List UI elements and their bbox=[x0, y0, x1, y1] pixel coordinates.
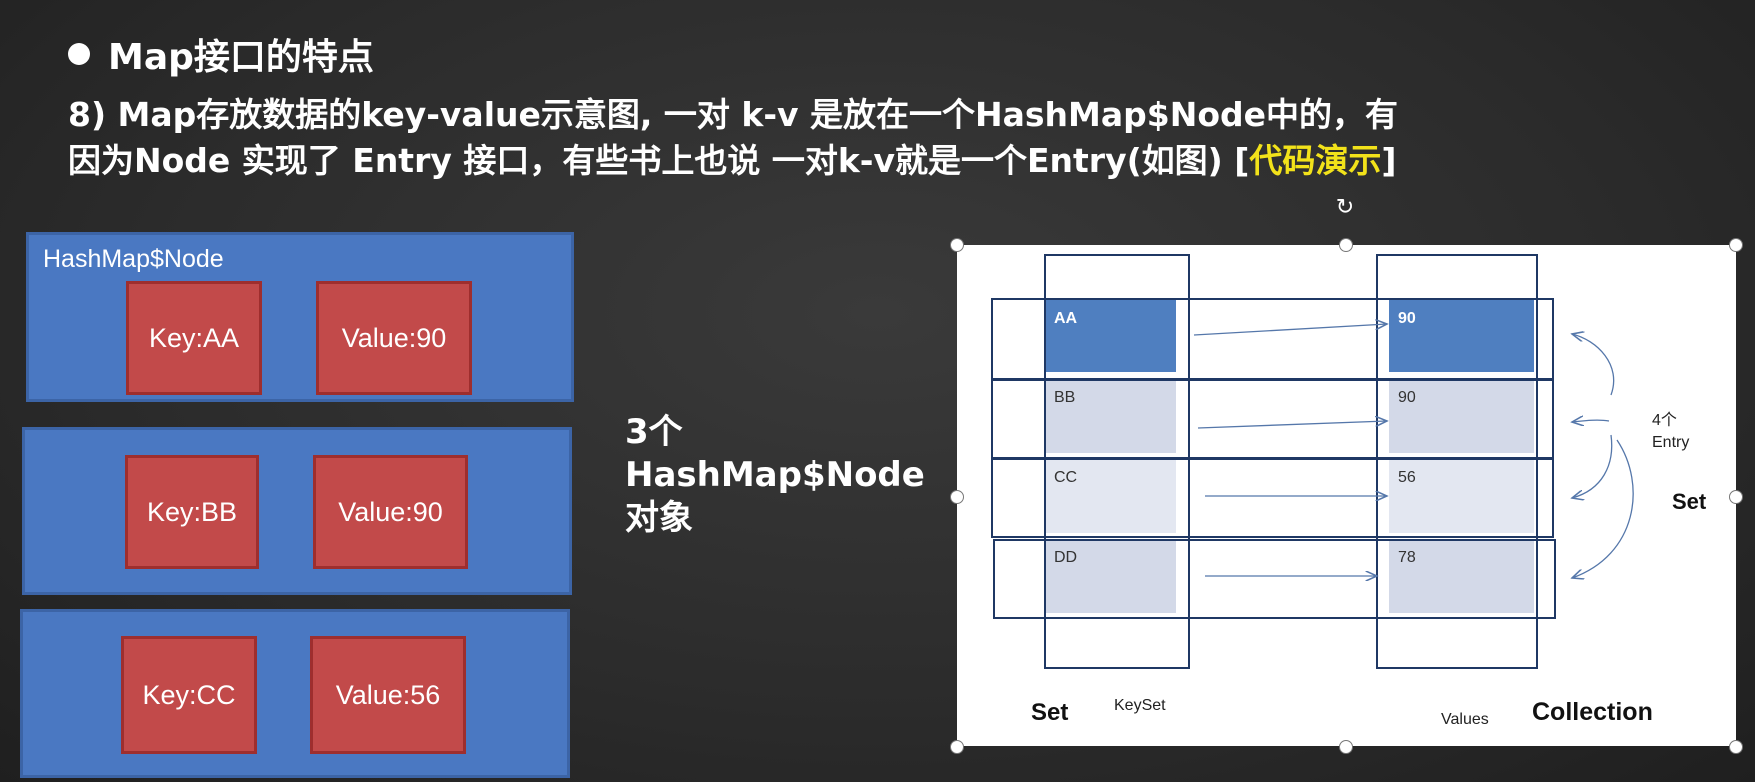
hashmap-node-1: HashMap$Node Key:AA Value:90 bbox=[26, 232, 574, 402]
section-title-text: Map接口的特点 bbox=[108, 37, 374, 78]
count-line-2: HashMap$Node bbox=[625, 455, 925, 495]
description-line-2-main: 因为Node 实现了 Entry 接口，有些书上也说 一对k-v就是一个Entr… bbox=[68, 141, 1250, 180]
entry-arrow-3 bbox=[1572, 434, 1613, 498]
value-cell-2 bbox=[1389, 380, 1534, 453]
values-column bbox=[1376, 254, 1538, 669]
value-label: 90 bbox=[1398, 389, 1416, 406]
description-line-1: 8) Map存放数据的key-value示意图, 一对 k-v 是放在一个Has… bbox=[68, 95, 1399, 134]
description-line-2-end: ] bbox=[1381, 141, 1397, 180]
resize-handle-left[interactable] bbox=[950, 490, 964, 504]
resize-handle-top-right[interactable] bbox=[1729, 238, 1743, 252]
key-label: DD bbox=[1054, 549, 1077, 566]
key-cell-dd bbox=[1046, 540, 1176, 613]
hashmap-node-2: Key:BB Value:90 bbox=[22, 427, 572, 595]
value-cell: Value:90 bbox=[313, 455, 468, 569]
rotate-handle-icon[interactable]: ↻ bbox=[1335, 195, 1355, 220]
entry-diagram-svg: AA BB CC DD 90 90 56 78 4个 Entry Set Set… bbox=[991, 254, 1707, 728]
entry-arrow-4 bbox=[1572, 439, 1634, 578]
value-cell: Value:90 bbox=[316, 281, 472, 395]
key-cell-bb bbox=[1046, 380, 1176, 453]
key-label: CC bbox=[1054, 469, 1077, 486]
resize-handle-right[interactable] bbox=[1729, 490, 1743, 504]
key-cell: Key:BB bbox=[125, 455, 259, 569]
value-label: 90 bbox=[1398, 310, 1416, 327]
arrow-aa bbox=[1193, 324, 1387, 336]
count-line-1: 3个 bbox=[625, 412, 683, 452]
value-label: 56 bbox=[1398, 469, 1416, 486]
value-cell-1 bbox=[1389, 299, 1534, 372]
entry-word-label: Entry bbox=[1652, 434, 1689, 451]
entry-arrow-2 bbox=[1572, 420, 1610, 422]
bullet-icon bbox=[68, 43, 90, 65]
set-label-right: Set bbox=[1672, 489, 1707, 514]
key-label: AA bbox=[1054, 310, 1078, 327]
resize-handle-bottom-left[interactable] bbox=[950, 740, 964, 754]
key-cell-aa bbox=[1046, 299, 1176, 372]
value-cell: Value:56 bbox=[310, 636, 466, 754]
count-line-3: 对象 bbox=[625, 498, 693, 538]
section-title: Map接口的特点 bbox=[68, 28, 374, 80]
resize-handle-top-left[interactable] bbox=[950, 238, 964, 252]
key-label: BB bbox=[1054, 389, 1075, 406]
key-cell-cc bbox=[1046, 460, 1176, 533]
value-label: 78 bbox=[1398, 549, 1416, 566]
resize-handle-bottom[interactable] bbox=[1339, 740, 1353, 754]
key-cell: Key:AA bbox=[126, 281, 262, 395]
resize-handle-bottom-right[interactable] bbox=[1729, 740, 1743, 754]
values-label: Values bbox=[1441, 711, 1489, 728]
description-line-2: 因为Node 实现了 Entry 接口，有些书上也说 一对k-v就是一个Entr… bbox=[68, 134, 1396, 182]
node-title: HashMap$Node bbox=[43, 245, 224, 273]
resize-handle-top[interactable] bbox=[1339, 238, 1353, 252]
entry-row-4 bbox=[993, 539, 1556, 619]
entry-count-label: 4个 bbox=[1652, 411, 1677, 429]
value-cell-4 bbox=[1389, 540, 1534, 613]
keyset-label: KeySet bbox=[1114, 697, 1166, 714]
entry-diagram[interactable]: AA BB CC DD 90 90 56 78 4个 Entry Set Set… bbox=[957, 245, 1736, 746]
set-label-bottom: Set bbox=[1031, 699, 1068, 726]
hashmap-node-3: Key:CC Value:56 bbox=[20, 609, 570, 778]
code-demo-highlight: 代码演示 bbox=[1249, 141, 1382, 180]
collection-label: Collection bbox=[1532, 698, 1653, 726]
keyset-column bbox=[1044, 254, 1190, 669]
arrow-bb bbox=[1197, 421, 1387, 429]
value-cell-3 bbox=[1389, 460, 1534, 533]
entry-row-3 bbox=[991, 458, 1554, 538]
entry-arrow-1 bbox=[1572, 334, 1615, 396]
key-cell: Key:CC bbox=[121, 636, 257, 754]
